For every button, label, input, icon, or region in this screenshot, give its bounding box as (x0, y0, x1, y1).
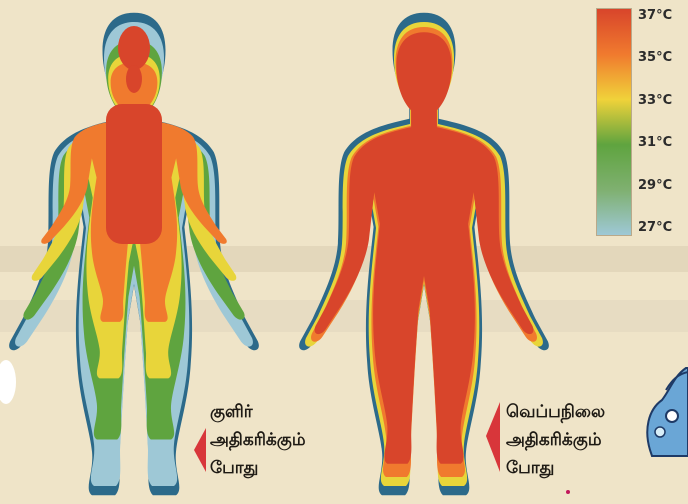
scale-label-27: 27°C (638, 220, 688, 236)
heat-caption-line: அதிகரிக்கும் (506, 426, 605, 454)
temperature-scale-bar (596, 8, 632, 236)
scale-label-29: 29°C (638, 178, 688, 194)
cold-caption: குளிர் அதிகரிக்கும் போது (210, 398, 306, 482)
cold-caption-line: போது (210, 454, 306, 482)
heat-arrow-icon (486, 402, 500, 472)
scale-label-37: 37°C (638, 8, 688, 24)
cold-caption-line: அதிகரிக்கும் (210, 426, 306, 454)
cold-arrow-icon (194, 428, 206, 472)
heat-core-zone (315, 32, 534, 464)
cold-core-neck (126, 65, 142, 93)
scale-label-35: 35°C (638, 50, 688, 66)
cold-core-torso (106, 104, 162, 244)
scale-label-33: 33°C (638, 93, 688, 109)
temperature-scale-labels: 37°C 35°C 33°C 31°C 29°C 27°C (638, 8, 688, 236)
mascot-illustration (640, 360, 688, 460)
cold-caption-line: குளிர் (210, 398, 306, 426)
scale-label-31: 31°C (638, 135, 688, 151)
heat-caption-line: வெப்பநிலை (506, 398, 605, 426)
heat-caption-line: போது (506, 454, 605, 482)
heat-caption: வெப்பநிலை அதிகரிக்கும் போது (506, 398, 605, 482)
cold-core-head (118, 26, 150, 70)
decorative-dot (566, 490, 570, 494)
